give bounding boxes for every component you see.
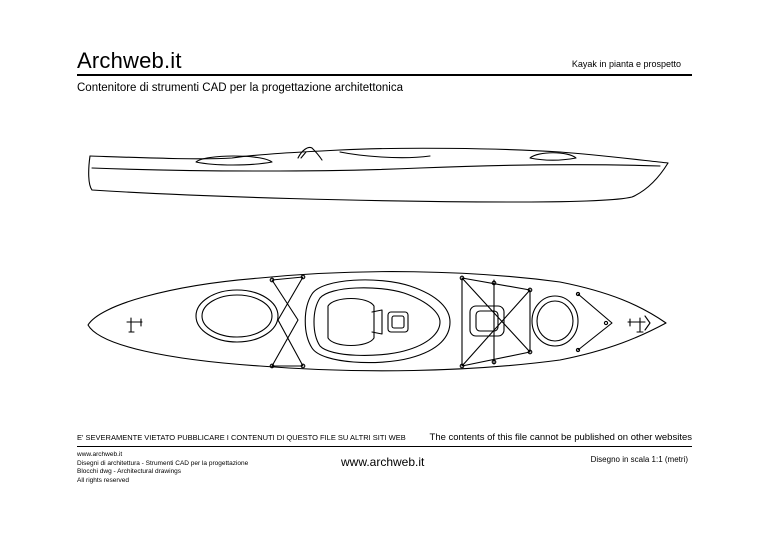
kayak-side-hull (88, 155, 669, 203)
kayak-side-sheer (91, 164, 661, 172)
kayak-plan-rear-hatch (531, 295, 579, 347)
kayak-plan-cockpit-inner (313, 287, 441, 356)
credits-line: www.archweb.it (77, 451, 123, 458)
kayak-plan (87, 271, 667, 372)
header-rule (77, 74, 692, 76)
credits-line: All rights reserved (77, 476, 130, 484)
kayak-plan-front-bungee (271, 276, 304, 367)
drawing-title: Kayak in pianta e prospetto (571, 59, 681, 69)
credits-line: Blocchi dwg - Architectural drawings (77, 468, 182, 475)
kayak-plan-front-hatch (195, 289, 279, 343)
site-url: www.archweb.it (341, 455, 425, 469)
kayak-side-rear-hatch (529, 152, 577, 161)
copyright-warning-it: E' SEVERAMENTE VIETATO PUBBLICARE I CONT… (77, 433, 406, 442)
kayak-side-deck (89, 147, 669, 164)
scale-note: Disegno in scala 1:1 (metri) (590, 455, 688, 464)
kayak-plan-footpad (387, 311, 409, 333)
kayak-plan-day-hatch (469, 305, 505, 337)
credits-block: www.archweb.it Disegni di architettura -… (77, 451, 248, 485)
kayak-plan-seat (327, 297, 375, 347)
kayak-plan-outline (87, 271, 667, 372)
kayak-plan-stern-handle (627, 317, 646, 333)
tagline: Contenitore di strumenti CAD per la prog… (77, 82, 404, 94)
credits-line: Disegni di architettura - Strumenti CAD … (77, 459, 249, 467)
copyright-warning-en: The contents of this file cannot be publ… (429, 432, 692, 443)
footer-rule (77, 446, 692, 447)
kayak-plan-cockpit-coaming (304, 279, 451, 364)
kayak-plan-bow-handle (126, 317, 143, 333)
kayak-side-elevation (88, 146, 669, 203)
brand-title: Archweb.it (77, 48, 182, 73)
kayak-side-front-hatch (195, 155, 273, 166)
kayak-side-seatback (297, 146, 323, 161)
